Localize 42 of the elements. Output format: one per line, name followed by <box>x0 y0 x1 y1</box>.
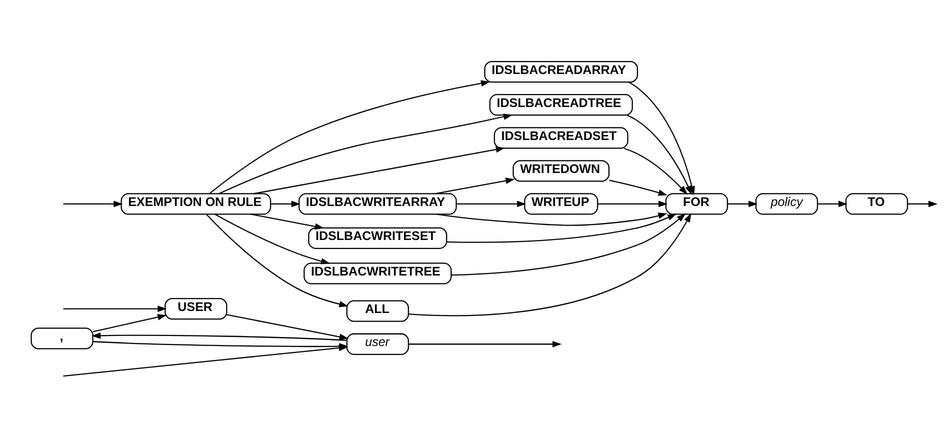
arrow <box>436 212 668 226</box>
arrow <box>206 214 348 308</box>
arrow <box>209 80 490 194</box>
arrow <box>408 213 692 316</box>
node-box: IDSLBACWRITETREE <box>304 262 452 284</box>
node-box: TO <box>845 193 908 215</box>
node-box: USER <box>164 298 228 320</box>
node-box: IDSLBACWRITEARRAY <box>298 193 457 215</box>
arrow <box>456 200 526 208</box>
node-box: IDSLBACREADSET <box>494 127 628 149</box>
arrow <box>63 200 123 208</box>
arrow <box>598 200 668 208</box>
node-box: IDSLBACREADTREE <box>489 94 633 116</box>
arrow <box>92 314 167 332</box>
node-box: IDSLBACWRITESET <box>308 227 448 249</box>
arrow <box>226 314 349 340</box>
arrow <box>908 200 938 208</box>
node-box: , <box>30 328 94 350</box>
arrow <box>624 148 688 195</box>
arrow <box>63 306 167 312</box>
arrow <box>270 200 300 208</box>
arrow <box>626 114 692 195</box>
arrow <box>451 213 686 276</box>
arrow <box>818 200 848 208</box>
arrow <box>254 146 506 194</box>
arrow <box>408 340 562 348</box>
arrow <box>92 332 347 341</box>
node-box: EXEMPTION ON RULE <box>120 193 272 215</box>
arrow <box>218 114 513 194</box>
node-box: ALL <box>346 300 409 322</box>
arrow <box>728 200 758 208</box>
node-box: FOR <box>665 193 728 215</box>
node-box: user <box>346 333 409 355</box>
arrow <box>446 214 677 243</box>
node-box: IDSLBACREADARRAY <box>484 61 638 83</box>
arrow <box>609 180 668 196</box>
arrow <box>250 214 324 230</box>
node-box: WRITEUP <box>524 193 598 215</box>
arrow <box>435 178 515 194</box>
node-box: WRITEDOWN <box>512 160 610 182</box>
arrow <box>214 214 330 264</box>
node-box: policy <box>755 193 818 215</box>
